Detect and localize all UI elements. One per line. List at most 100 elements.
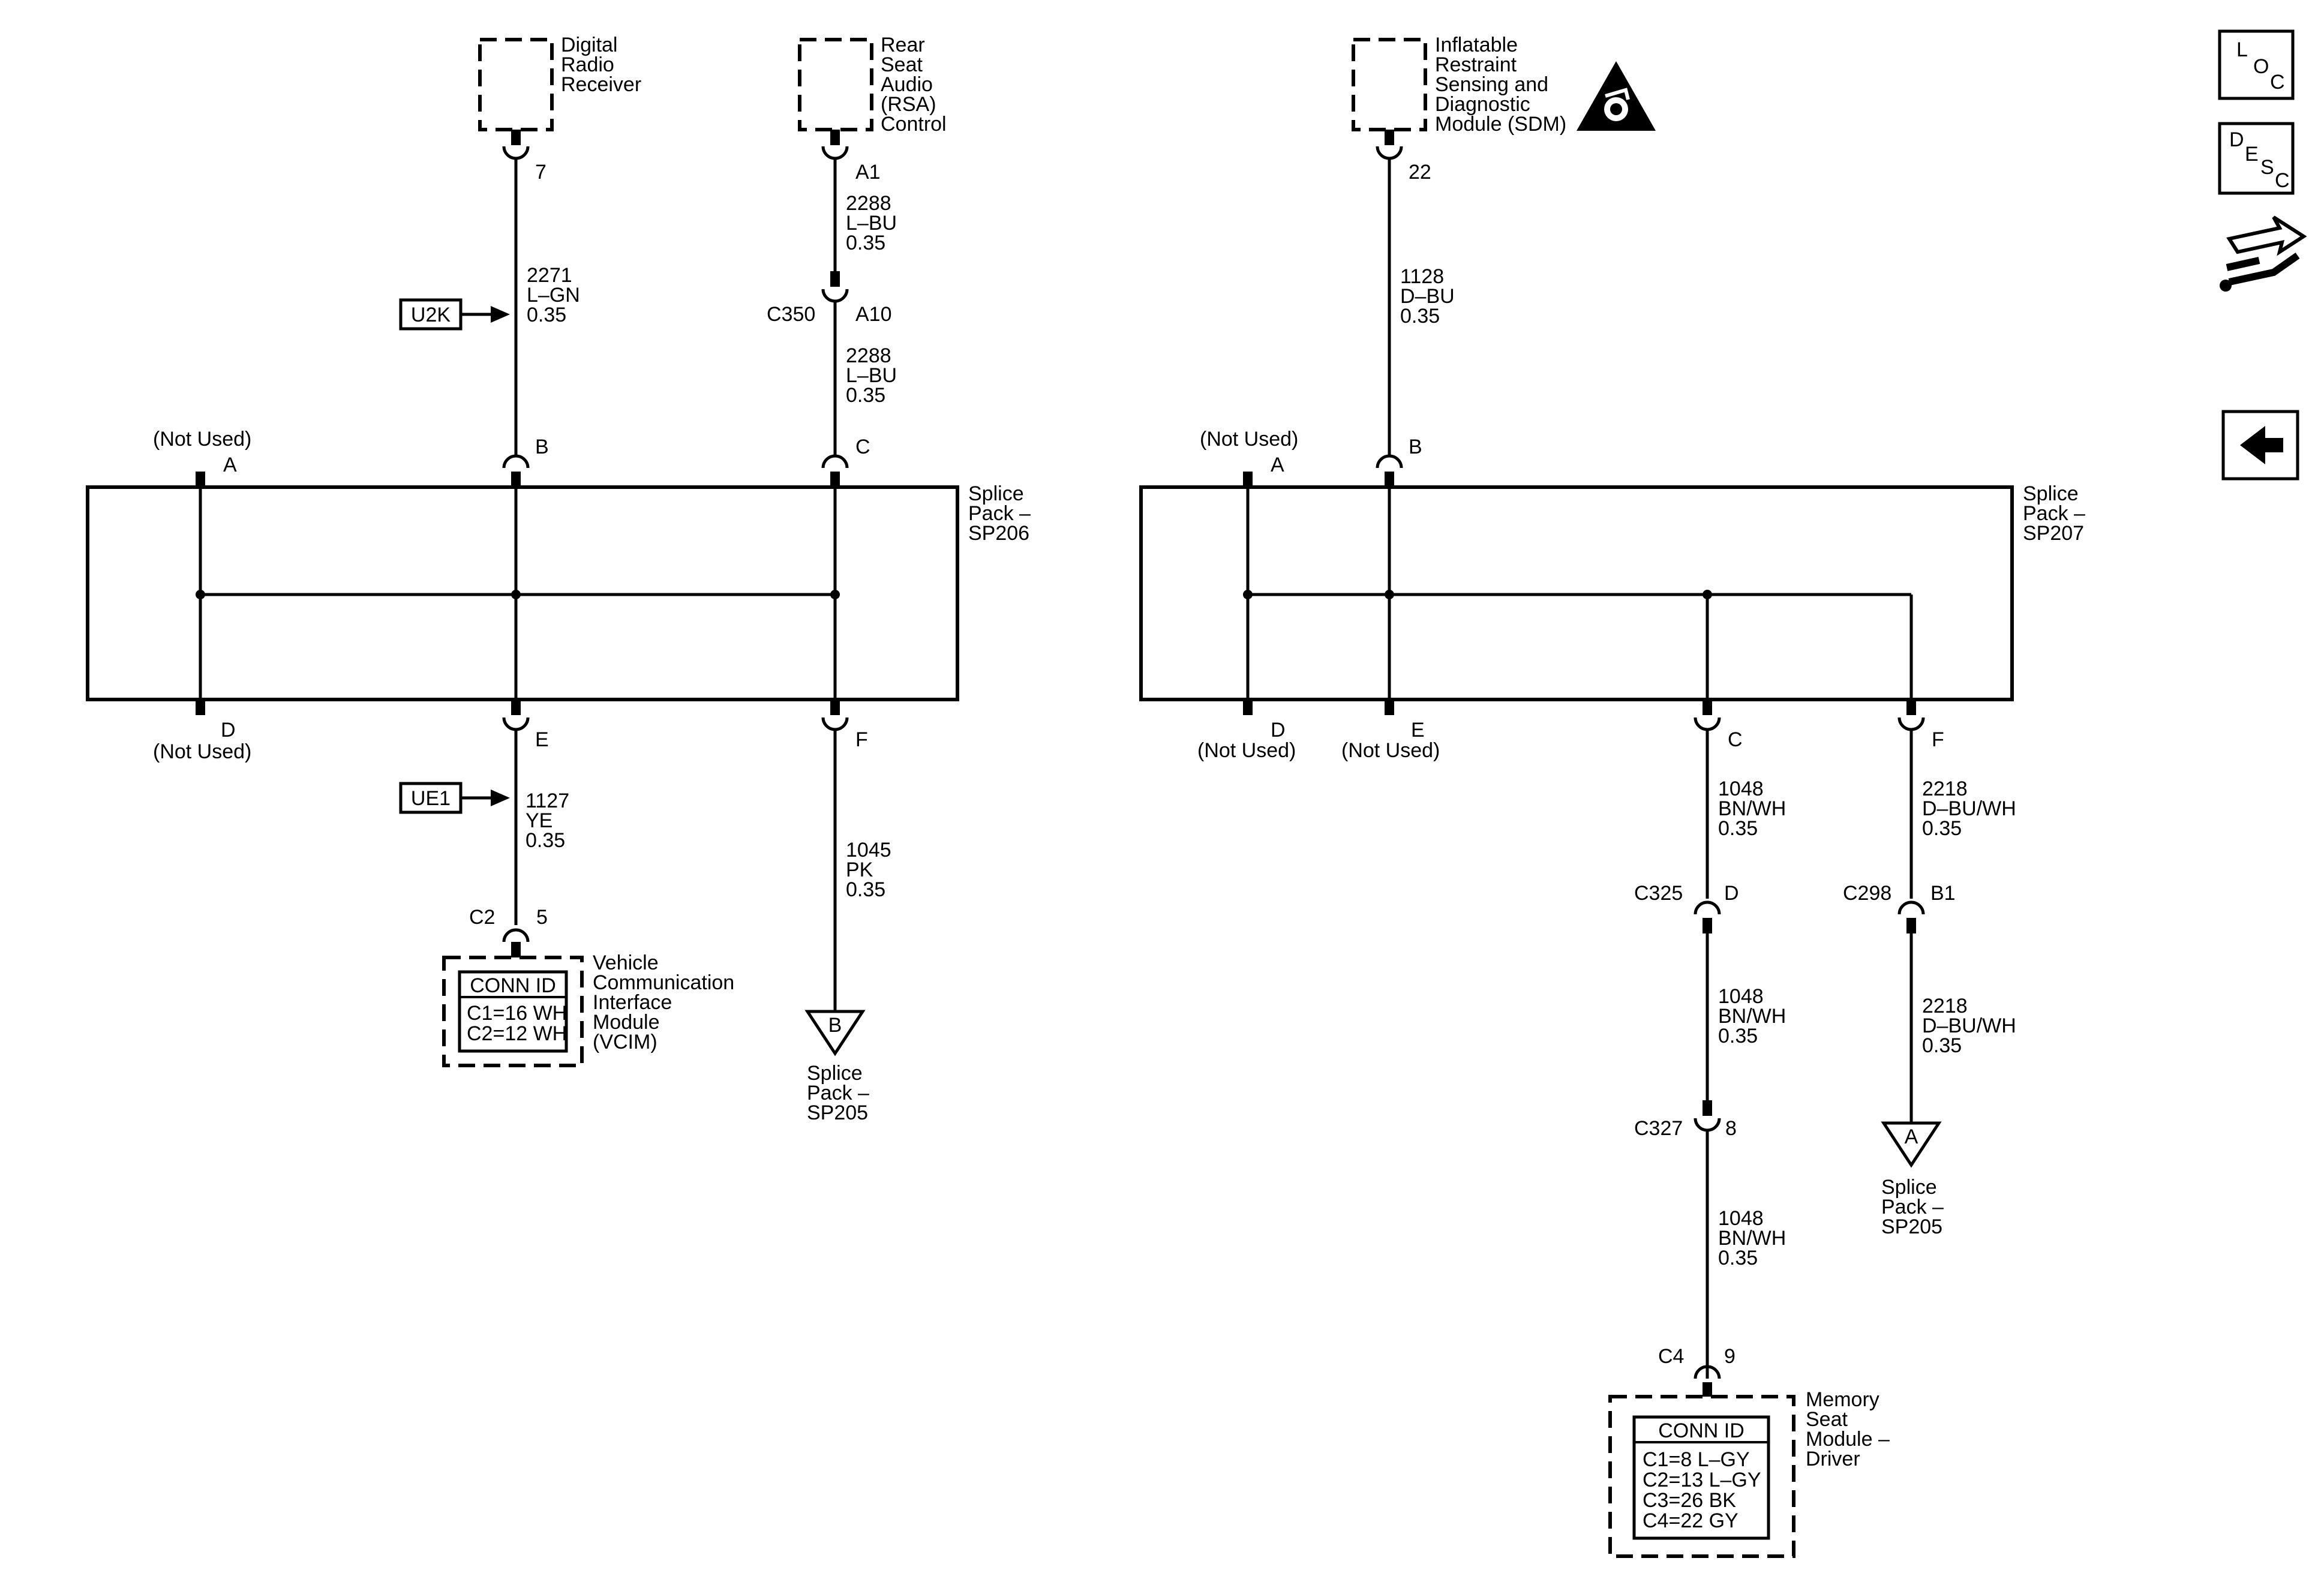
c350-conn: C350 <box>767 303 815 326</box>
sp207-pin-b-stub <box>1385 472 1394 487</box>
desc-icon[interactable]: D E S C <box>2218 122 2295 195</box>
sp206-pin-f: F <box>855 728 868 751</box>
sp207-pin-f-stub <box>1906 700 1916 715</box>
sp207-node-c <box>1703 590 1712 599</box>
svg-text:C: C <box>2275 169 2290 192</box>
sp206-box <box>86 485 959 701</box>
vcim-conn: C2 <box>469 906 495 929</box>
loc-icon[interactable]: L O C <box>2218 29 2295 100</box>
sp206-pin-b-stub <box>511 472 521 487</box>
c325-conn: C325 <box>1634 882 1683 905</box>
sp206-pin-d-note: (Not Used) <box>153 740 251 763</box>
rsa-dashed-box <box>798 38 873 131</box>
sp207-pin-d-stub <box>1243 700 1253 715</box>
c350-cup <box>821 289 849 303</box>
svg-text:C: C <box>2270 71 2285 94</box>
c350-terminal <box>830 271 840 287</box>
c325-terminal <box>1703 918 1712 933</box>
sp206-pin-e: E <box>535 728 549 751</box>
sdm-dashed-box <box>1352 38 1427 131</box>
sp206-pin-c-cup <box>821 454 849 469</box>
c325-cup <box>1694 900 1721 915</box>
sp205-ref-a[interactable]: A <box>1881 1121 1942 1168</box>
c298-conn: C298 <box>1843 882 1891 905</box>
sp206-pin-e-cup <box>502 717 530 731</box>
sp207-pin-b: B <box>1409 436 1422 458</box>
sp206-pin-d: D <box>221 719 236 742</box>
sp205-ref-b-triangle <box>804 1010 866 1056</box>
drr-pin: 7 <box>535 161 547 184</box>
svg-text:S: S <box>2260 156 2274 179</box>
c327-terminal <box>1703 1100 1712 1116</box>
sp206-pin-e-stub <box>511 700 521 715</box>
sdm-terminal <box>1385 130 1394 145</box>
drr-pin-cup <box>502 146 530 160</box>
c298-terminal <box>1906 918 1916 933</box>
splice-pack-sp206[interactable] <box>86 485 959 701</box>
sp207-pin-c-stub <box>1703 700 1712 715</box>
vcim-dashed-box <box>442 956 584 1067</box>
msm-terminal <box>1703 1382 1712 1397</box>
splice-pack-sp207[interactable] <box>1139 485 2014 701</box>
drr-dashed-box <box>478 38 554 131</box>
sp207-node-b <box>1385 590 1394 599</box>
sp206-pin-a: A <box>223 454 237 476</box>
sp207-pin-e-stub <box>1385 700 1394 715</box>
sp207-pin-a-stub <box>1243 472 1253 487</box>
msm-pin-cup <box>1694 1365 1721 1379</box>
airbag-warning-icon <box>1577 61 1656 131</box>
msm-pin: 9 <box>1724 1345 1736 1368</box>
connector-tool-icon[interactable] <box>2220 215 2307 292</box>
sp207-pin-d-note: (Not Used) <box>1197 739 1296 762</box>
c298-cup <box>1897 900 1925 915</box>
msm-conn: C4 <box>1658 1345 1684 1368</box>
c327-pin: 8 <box>1725 1117 1737 1140</box>
vcim-pin: 5 <box>536 906 548 929</box>
c327-cup <box>1694 1118 1721 1132</box>
rsa-pin: A1 <box>855 161 881 184</box>
vcim-conn-id-title: CONN ID <box>470 974 556 997</box>
sp206-node-b <box>511 590 521 599</box>
c298-pin: B1 <box>1930 882 1956 905</box>
vcim-conn-id-box <box>458 970 568 1053</box>
back-arrow-icon[interactable] <box>2221 410 2299 481</box>
sp207-pin-a: A <box>1271 454 1284 476</box>
sp207-pin-f-cup <box>1897 717 1925 731</box>
u2k-reference[interactable]: U2K <box>399 298 510 331</box>
svg-text:E: E <box>2245 143 2259 166</box>
ue1-reference[interactable]: UE1 <box>399 782 510 814</box>
sp205-ref-b[interactable]: B <box>804 1010 866 1056</box>
rsa-terminal <box>830 130 840 145</box>
ue1-arrow-head <box>491 789 510 806</box>
u2k-arrow-head <box>491 306 510 323</box>
sp207-pin-a-note: (Not Used) <box>1200 428 1298 451</box>
rsa-pin-cup <box>821 146 849 160</box>
sp207-pin-b-cup <box>1376 454 1403 469</box>
sp206-pin-f-stub <box>830 700 840 715</box>
svg-text:L: L <box>2236 38 2248 61</box>
sp206-node-c <box>830 590 840 599</box>
sp207-pin-e-note: (Not Used) <box>1341 739 1440 762</box>
u2k-label: U2K <box>411 304 451 326</box>
vcim-pin-cup <box>502 928 530 942</box>
